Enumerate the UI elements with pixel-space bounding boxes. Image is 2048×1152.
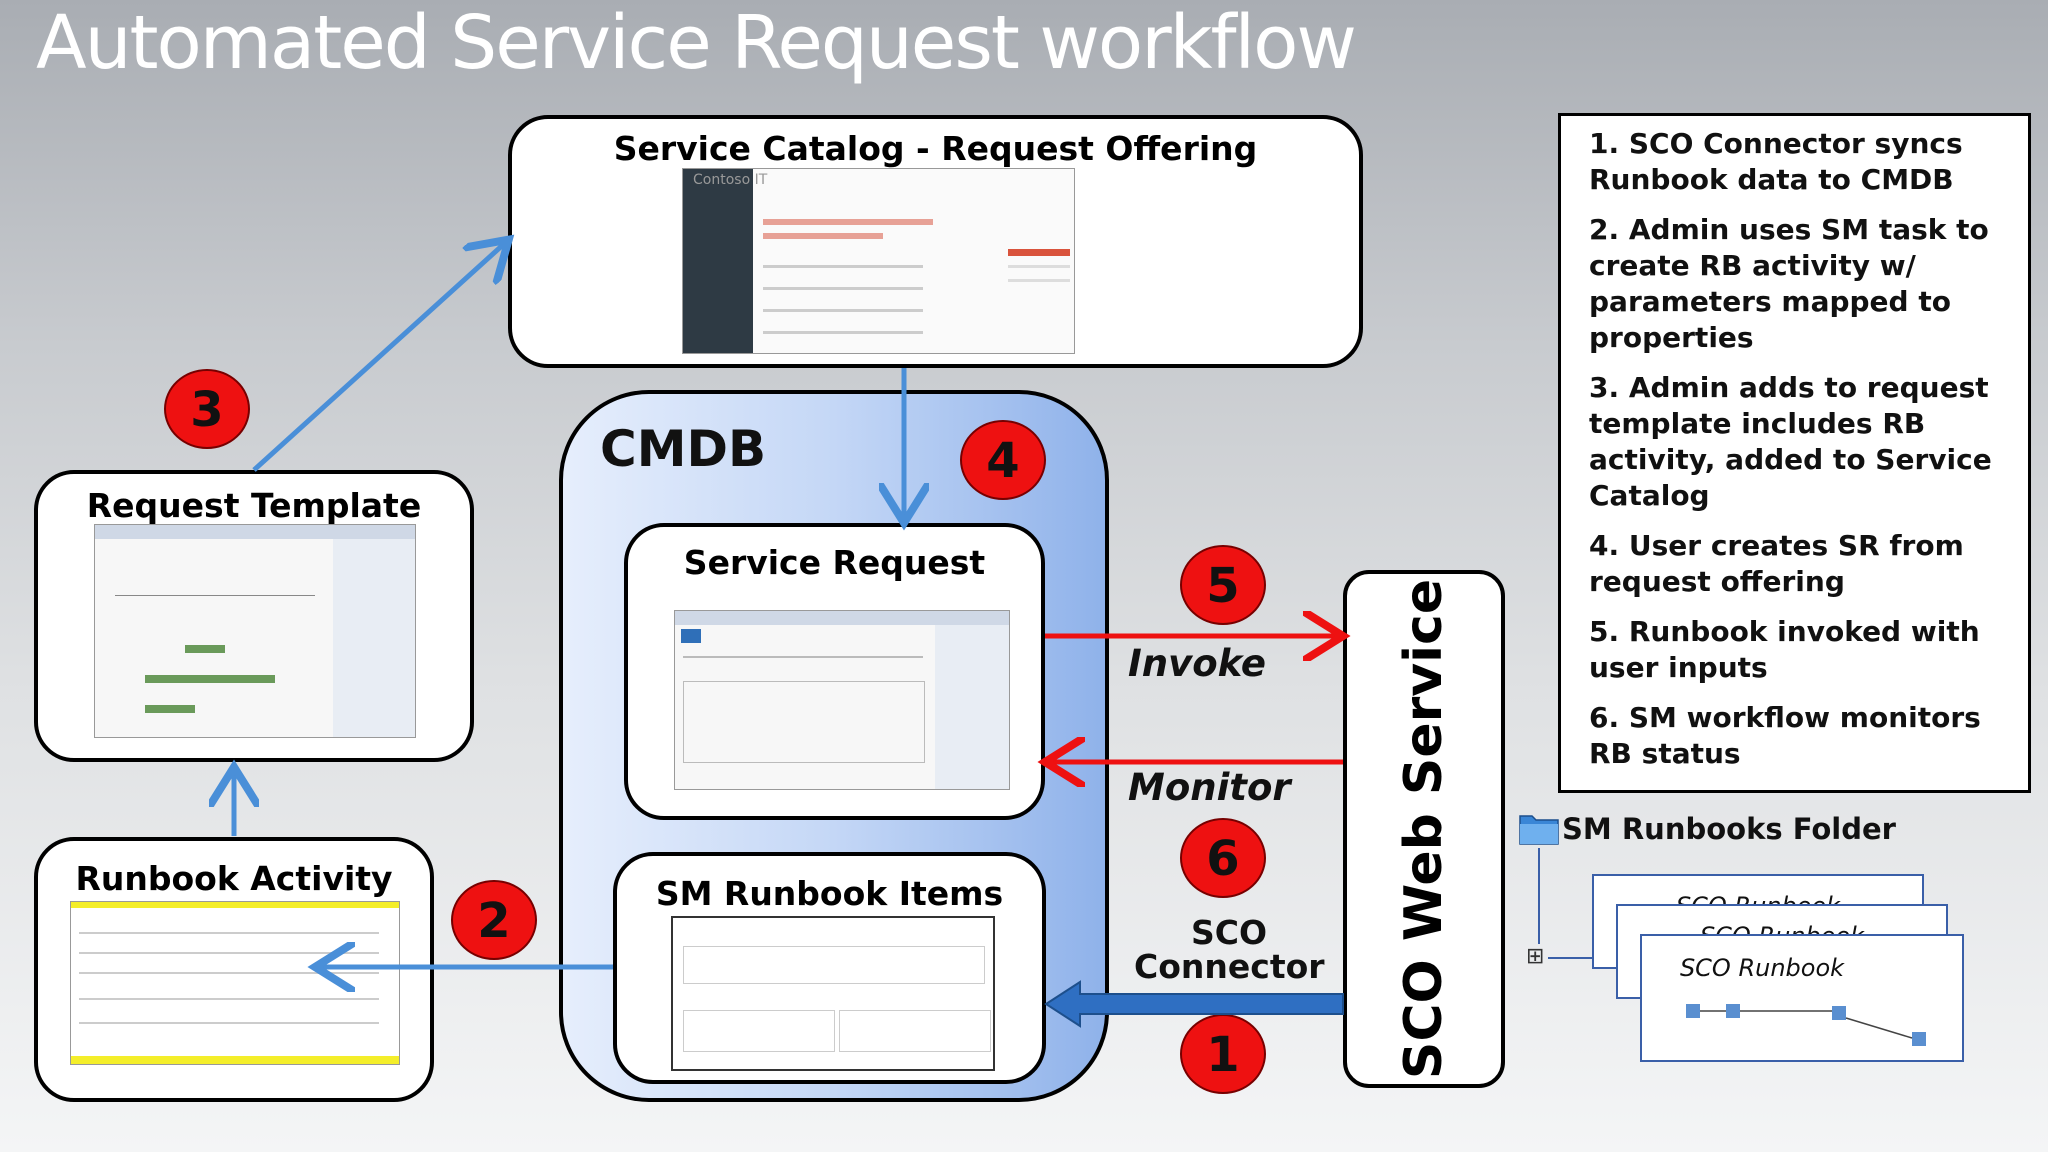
service-catalog-screenshot: Contoso IT [682,168,1075,354]
cmdb-label: CMDB [600,420,767,478]
sm-runbook-items-screenshot [671,916,995,1071]
catalog-header-text: Contoso IT [693,172,768,188]
step-item-5: 5. Runbook invoked with user inputs [1589,615,1980,684]
arrow-template-to-catalog [252,243,505,472]
step-item-3: 3. Admin adds to request template includ… [1589,371,1992,512]
step-badge-6: 6 [1180,818,1266,898]
step-item-6: 6. SM workflow monitors RB status [1589,701,1981,770]
step-badge-2: 2 [451,880,537,960]
monitor-label: Monitor [1128,766,1291,809]
request-template-title: Request Template [86,486,422,525]
expand-icon[interactable]: ⊞ [1526,944,1545,969]
service-request-screenshot [674,610,1010,790]
sm-runbooks-folder-label[interactable]: SM Runbooks Folder [1562,812,1896,846]
runbook-card-label: SCO Runbook [1679,954,1845,982]
request-template-screenshot [94,524,416,738]
invoke-label: Invoke [1128,642,1267,685]
step-item-2: 2. Admin uses SM task to create RB activ… [1589,213,1989,354]
arrow-sco-connector [1044,980,1344,1028]
step-item-4: 4. User creates SR from request offering [1589,529,1964,598]
step-badge-3: 3 [164,369,250,449]
step-item-1: 1. SCO Connector syncs Runbook data to C… [1589,127,1963,196]
service-request-title: Service Request [683,543,986,582]
sco-connector-label: SCO Connector [1134,913,1325,986]
step-badge-4: 4 [960,420,1046,500]
step-badge-1: 1 [1180,1014,1266,1094]
catalog-sidebar [683,169,753,353]
runbook-card-front[interactable]: SCO Runbook [1640,934,1964,1062]
service-catalog-title: Service Catalog - Request Offering [613,129,1258,168]
sco-web-service-box[interactable] [1343,570,1505,1088]
runbook-flow-icon [1686,1004,1926,1046]
page-title: Automated Service Request workflow [36,0,1357,86]
runbook-activity-title: Runbook Activity [75,859,393,898]
sm-runbook-items-title: SM Runbook Items [655,874,1004,913]
steps-panel: 1. SCO Connector syncs Runbook data to C… [1558,113,2031,793]
folder-icon [1519,815,1559,845]
step-badge-5: 5 [1180,545,1266,625]
